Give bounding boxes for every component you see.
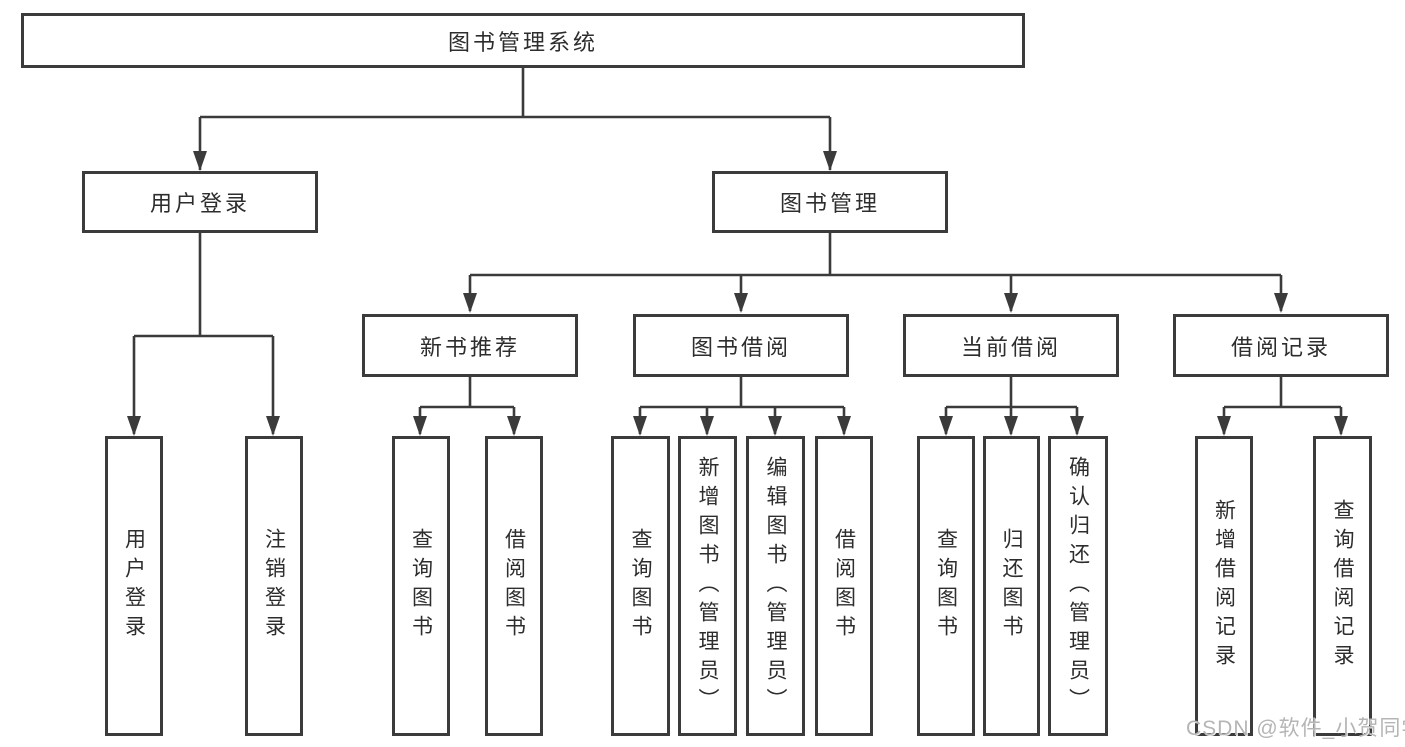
node-label: 借阅图书 (502, 528, 526, 644)
node-user-login: 用户登录 (82, 171, 318, 233)
arrow-down-icon (734, 293, 748, 313)
node-label: 查询图书 (629, 528, 652, 644)
node-label: 归还图书 (1000, 528, 1023, 644)
node-label: 查询图书 (934, 528, 958, 644)
node-label: 图书管理系统 (447, 29, 598, 55)
node-label: 查询借阅记录 (1331, 499, 1354, 673)
node-label: 当前借阅 (960, 334, 1061, 360)
leaf-query-books-recommend: 查询图书 (392, 436, 450, 736)
leaf-borrow-books-recommend: 借阅图书 (485, 436, 543, 736)
leaf-user-login: 用户登录 (105, 436, 163, 736)
leaf-add-borrow-record: 新增借阅记录 (1195, 436, 1253, 736)
node-label: 确认归还（管理员） (1066, 455, 1090, 717)
arrowhead-icons (127, 151, 1348, 436)
node-label: 借阅记录 (1230, 334, 1331, 360)
leaf-query-books-current: 查询图书 (917, 436, 975, 736)
arrow-down-icon (939, 416, 953, 436)
arrow-down-icon (1334, 416, 1348, 436)
leaf-confirm-return-admin: 确认归还（管理员） (1048, 436, 1108, 736)
node-current-borrowing: 当前借阅 (903, 314, 1119, 377)
node-library-management-system: 图书管理系统 (21, 13, 1025, 68)
node-label: 注销登录 (262, 528, 286, 644)
node-label: 新书推荐 (419, 334, 520, 360)
arrow-down-icon (507, 416, 521, 436)
arrow-down-icon (768, 416, 782, 436)
arrow-down-icon (1004, 416, 1018, 436)
node-label: 新增借阅记录 (1212, 499, 1236, 673)
arrow-down-icon (413, 416, 427, 436)
node-label: 图书借阅 (690, 334, 791, 360)
node-label: 借阅图书 (832, 528, 856, 644)
arrow-down-icon (633, 416, 647, 436)
arrow-down-icon (463, 293, 477, 313)
arrow-down-icon (127, 416, 141, 436)
leaf-edit-books-admin: 编辑图书（管理员） (746, 436, 805, 736)
arrow-down-icon (1004, 293, 1018, 313)
node-label: 用户登录 (122, 528, 146, 644)
node-book-management: 图书管理 (712, 171, 948, 233)
node-book-borrowing: 图书借阅 (633, 314, 849, 377)
arrow-down-icon (266, 416, 280, 436)
node-new-book-recommendation: 新书推荐 (362, 314, 578, 377)
leaf-logout: 注销登录 (245, 436, 303, 736)
csdn-watermark: CSDN @软件_小贺同学 (1186, 717, 1405, 740)
arrow-down-icon (1070, 416, 1084, 436)
node-label: 编辑图书（管理员） (764, 455, 787, 717)
node-borrowing-records: 借阅记录 (1173, 314, 1389, 377)
leaf-query-borrow-record: 查询借阅记录 (1313, 436, 1372, 736)
arrow-down-icon (193, 151, 207, 171)
leaf-return-books: 归还图书 (983, 436, 1040, 736)
arrow-down-icon (1274, 293, 1288, 313)
node-label: 用户登录 (149, 191, 250, 216)
arrow-down-icon (837, 416, 851, 436)
leaf-query-books-borrow: 查询图书 (611, 436, 670, 736)
node-label: 图书管理 (779, 191, 880, 216)
arrow-down-icon (700, 416, 714, 436)
node-label: 新增图书（管理员） (696, 455, 719, 717)
arrow-down-icon (1217, 416, 1231, 436)
connector-lines (132, 68, 1343, 434)
arrow-down-icon (823, 151, 837, 171)
leaf-borrow-books: 借阅图书 (815, 436, 873, 736)
leaf-add-books-admin: 新增图书（管理员） (678, 436, 737, 736)
node-label: 查询图书 (409, 528, 433, 644)
